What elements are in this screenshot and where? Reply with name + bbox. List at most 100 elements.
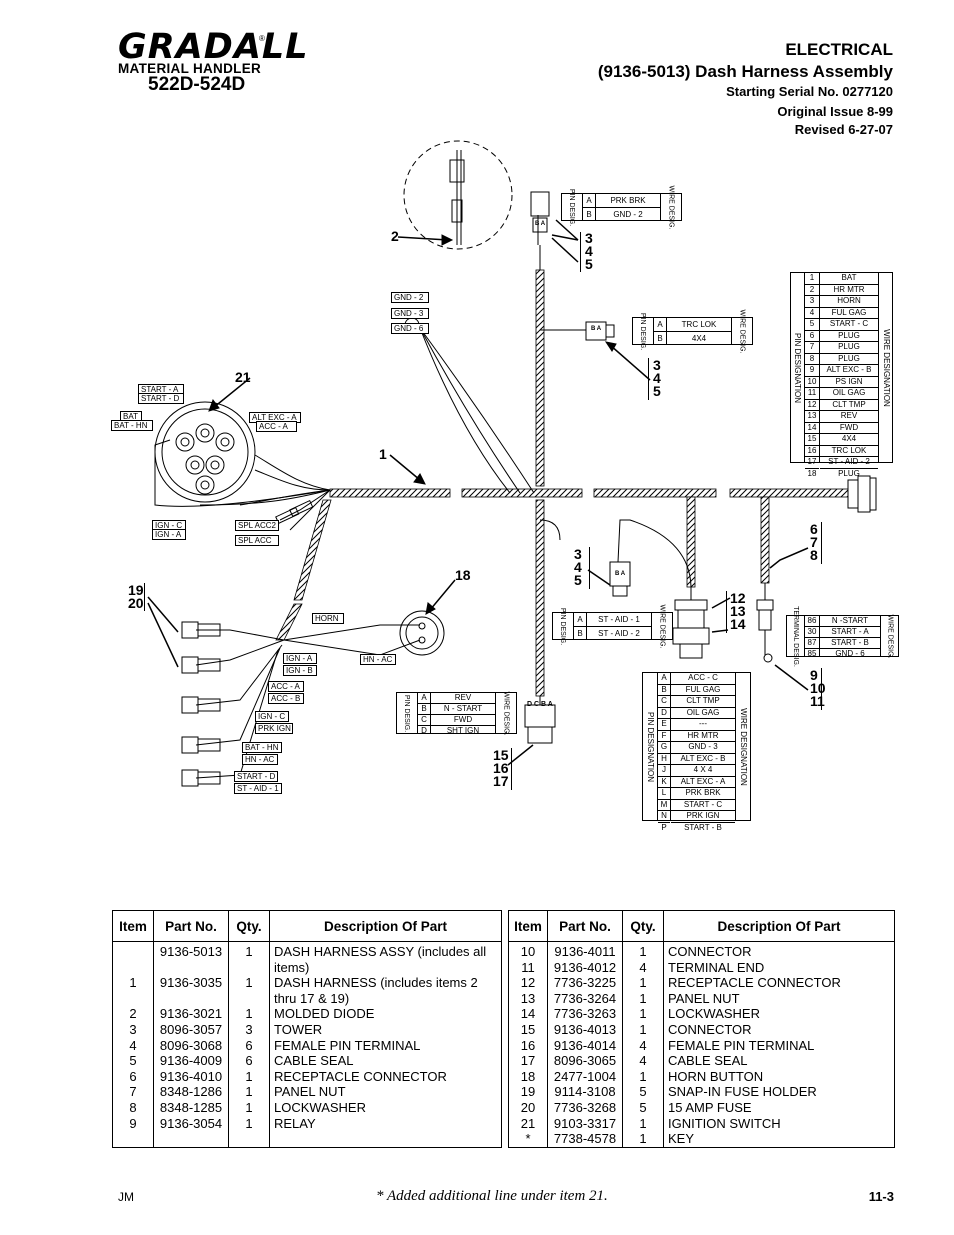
wire-id: ST - AID - 2 [598, 629, 640, 638]
table-cell: thru 17 & 19) [274, 990, 350, 1006]
wire-id: PS IGN [820, 377, 878, 388]
table-cell: 6 [129, 1068, 137, 1084]
wire-desig-label: WIRE DESIG. [738, 309, 746, 353]
wire-id: HORN [820, 296, 878, 308]
table-cell: 13 [520, 990, 536, 1006]
table-cell: 8096-3057 [159, 1021, 223, 1037]
table-cell: CONNECTOR [668, 1021, 752, 1037]
pin-id: J [658, 765, 670, 777]
label-start-d: START - D [138, 393, 184, 404]
table-cell: CABLE SEAL [668, 1053, 748, 1069]
label-spl-acc2: SPL ACC2 [235, 520, 279, 531]
table-cell: 8348-1286 [159, 1084, 223, 1100]
pin-id: 1 [805, 273, 819, 285]
table-cell [154, 991, 228, 1007]
table-cell: 7738-4578 [553, 1131, 617, 1147]
table-cell: 1 [245, 975, 253, 991]
pin-desig-label: PIN DESIG. [639, 312, 647, 350]
col-qty: Qty. [622, 910, 664, 942]
connector-dcba: D C B A [527, 701, 553, 708]
pin-id: 7 [805, 342, 819, 354]
wire-id: GND - 6 [835, 649, 865, 658]
table-cell: 1 [129, 975, 137, 991]
table-cell: 10 [520, 944, 536, 959]
pin-id: 86 [805, 616, 819, 627]
registered-mark: ® [259, 34, 265, 43]
col-item: Item [508, 910, 548, 942]
pin-desig-label: TERMINAL DESIG. [792, 605, 799, 667]
table-cell: 9136-4013 [553, 1021, 617, 1037]
table-cell: RECEPTACLE CONNECTOR [274, 1068, 447, 1084]
wire-id: ALT EXC - A [671, 777, 735, 788]
wire-id: START - C [820, 319, 878, 331]
pin-id: 8 [805, 354, 819, 365]
table-cell: DASH HARNESS (includes items 2 [274, 975, 478, 991]
label-fuse-acc-a: ACC - A [268, 681, 304, 692]
table-cell: SNAP-IN FUSE HOLDER [668, 1084, 817, 1100]
table-cell [113, 944, 153, 960]
table-cell: 7 [129, 1084, 137, 1100]
label-horn: HORN [312, 613, 344, 624]
wire-id: ST - AID - 2 [820, 457, 878, 469]
table-cell: 15 AMP FUSE [668, 1099, 752, 1115]
pin-desig-label: PIN DESIG. [403, 694, 411, 732]
pin-id: 12 [805, 400, 819, 411]
wire-id: 4X4 [820, 434, 878, 446]
table-cell: PANEL NUT [668, 990, 740, 1006]
table-cell: 9136-4010 [159, 1068, 223, 1084]
pin-id: 15 [805, 434, 819, 446]
pin-desig-label: PIN DESIGNATION [793, 332, 803, 403]
wire-id: BAT [820, 273, 878, 285]
wire-desig-label: WIRE DESIGNATION [881, 328, 891, 407]
label-fuse-start-d: START - D [234, 771, 278, 782]
wire-id: PLUG [820, 354, 878, 365]
table-cell: LOCKWASHER [274, 1099, 366, 1115]
label-gnd-3: GND - 3 [391, 308, 429, 319]
pin-id: C [658, 696, 670, 708]
wire-id: START - A [820, 627, 880, 638]
col-item: Item [112, 910, 154, 942]
pin-id: 10 [805, 377, 819, 388]
table-cell: FEMALE PIN TERMINAL [274, 1037, 421, 1053]
page-subtitle: (9136-5013) Dash Harness Assembly [597, 62, 893, 81]
table-cell [229, 991, 269, 1007]
pin-id: 17 [805, 457, 819, 469]
table-cell: PANEL NUT [274, 1084, 346, 1100]
table-cell: * [525, 1131, 531, 1147]
pin-id: 30 [805, 627, 819, 638]
table-cell: 9136-4011 [554, 944, 616, 959]
footer-initials: JM [118, 1190, 134, 1204]
pin-id: A [574, 613, 586, 627]
table-cell [154, 960, 228, 976]
wire-id: TRC LOK [667, 318, 731, 332]
table-cell: 9136-4012 [553, 959, 617, 975]
table-cell: 3 [245, 1021, 253, 1037]
table-cell: 8096-3065 [553, 1053, 617, 1069]
label-bat-hn: BAT - HN [111, 420, 153, 431]
col-part-no: Part No. [547, 910, 623, 942]
table-cell: TOWER [274, 1021, 323, 1037]
table-cell: 1 [245, 944, 253, 959]
pin-id: F [658, 731, 670, 742]
wire-id: FUL GAG [671, 685, 735, 696]
table-cell: 7736-3264 [553, 990, 617, 1006]
table-cell: 4 [639, 1053, 647, 1069]
wire-id: ST - AID - 1 [587, 613, 651, 627]
table-cell: 1 [245, 1099, 253, 1115]
label-fuse-acc-b: ACC - B [268, 693, 304, 704]
table-cell: items) [274, 959, 310, 975]
label-fuse-hn-ac: HN - AC [242, 754, 278, 765]
callout-18: 18 [455, 567, 471, 583]
table-cell: 4 [639, 1037, 647, 1053]
label-gnd-6: GND - 6 [391, 323, 429, 334]
table-cell: 1 [639, 975, 647, 991]
table-cell: 19 [520, 1084, 536, 1100]
table-cell: 9136-4009 [159, 1053, 223, 1069]
wire-id: N - START [431, 704, 495, 715]
